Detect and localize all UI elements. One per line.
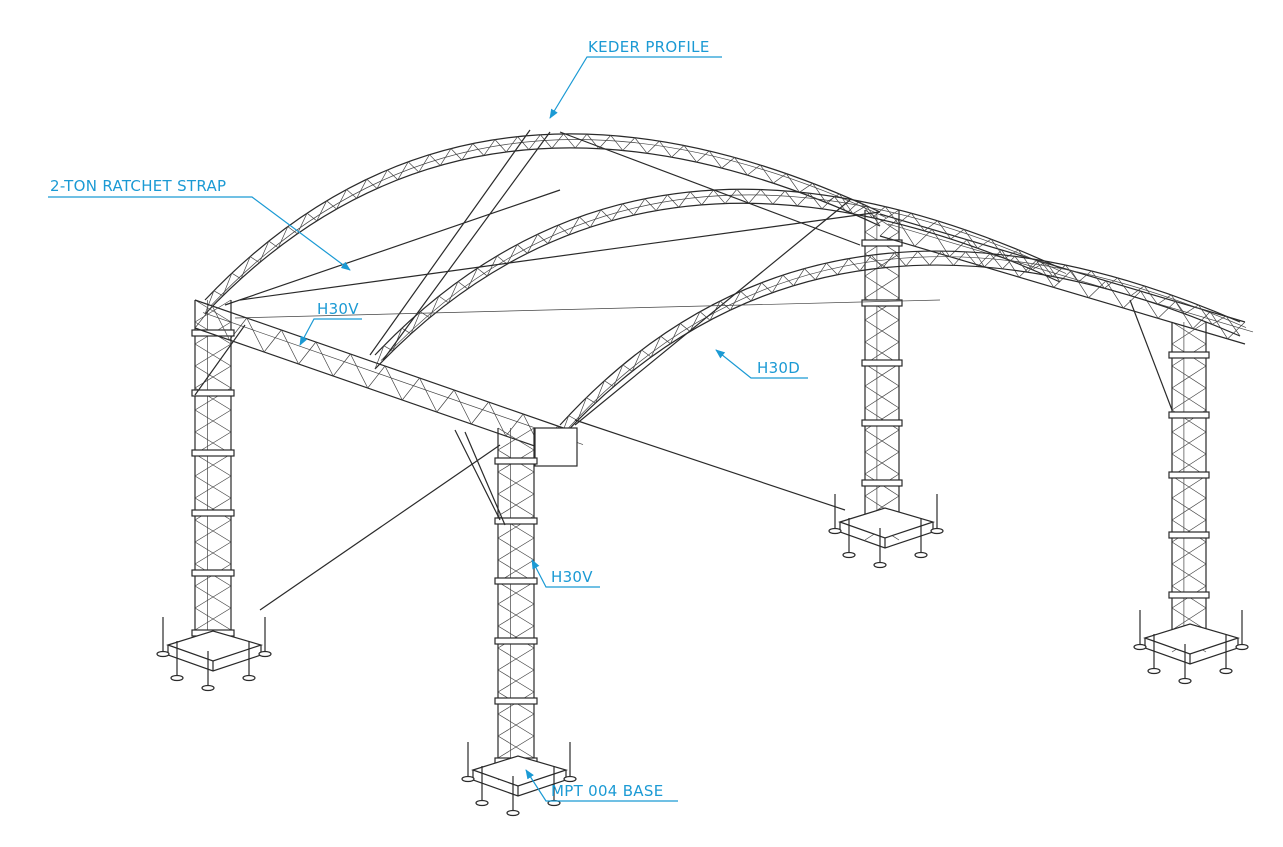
tower-front-center-coupler — [494, 577, 538, 585]
truss-front-beam — [194, 305, 576, 461]
tower-back-right — [1171, 321, 1207, 653]
arch-truss-3 — [559, 250, 1241, 440]
callout-h30d: H30D — [715, 349, 808, 379]
purlin-bar — [369, 129, 531, 356]
tower-front-center-coupler — [494, 517, 538, 525]
base-back-right-foot — [1133, 643, 1147, 651]
purlin-bar — [559, 131, 861, 246]
base-front-left-foot — [242, 674, 256, 682]
brace — [194, 324, 246, 396]
base-back-center-foot — [828, 527, 842, 535]
arch-truss-1 — [210, 139, 887, 306]
tower-front-center-coupler — [494, 457, 538, 465]
base-back-center-foot — [914, 551, 928, 559]
tower-front-left-coupler — [191, 509, 235, 517]
purlin-bar — [239, 211, 881, 301]
tower-back-right-coupler — [1168, 351, 1210, 359]
arch-truss-1 — [204, 147, 881, 315]
tower-front-left-coupler — [191, 389, 235, 397]
callout-mpt-base: MPT 004 BASE — [525, 769, 678, 802]
base-back-center-foot — [930, 527, 944, 535]
base-front-left-foot — [258, 650, 272, 658]
tower-back-center-coupler — [861, 419, 903, 427]
base-front-left-foot — [201, 684, 215, 692]
tower-back-center-coupler — [861, 479, 903, 487]
base-back-right-foot — [1219, 667, 1233, 675]
tower-front-left-coupler — [191, 329, 235, 337]
base-back-center — [838, 507, 936, 539]
base-back-right — [1143, 623, 1241, 655]
truss-back-beam — [887, 223, 1254, 333]
tower-back-right-coupler — [1168, 531, 1210, 539]
label-ratchet-strap: 2-TON RATCHET STRAP — [50, 177, 226, 195]
tower-back-center-coupler — [861, 299, 903, 307]
purlin-bar — [382, 131, 551, 361]
tower-front-center-coupler — [494, 697, 538, 705]
callout-keder-profile: KEDER PROFILE — [549, 38, 722, 119]
beam-corner-block — [534, 427, 578, 467]
arch-truss-2 — [374, 189, 1061, 370]
base-front-center-foot — [461, 775, 475, 783]
label-h30v-beam: H30V — [317, 300, 359, 318]
tower-front-left-coupler — [191, 569, 235, 577]
arch-truss-2 — [374, 188, 1061, 356]
ratchet-strap — [224, 189, 561, 306]
brace — [454, 429, 501, 521]
base-back-right-foot — [1235, 643, 1249, 651]
tower-front-left-coupler — [191, 449, 235, 457]
arch-truss-2 — [374, 202, 1061, 370]
base-front-center-foot — [475, 799, 489, 807]
label-mpt-base: MPT 004 BASE — [551, 782, 663, 800]
callout-h30v-beam: H30V — [299, 300, 362, 346]
tower-back-right-coupler — [1168, 591, 1210, 599]
label-keder-profile: KEDER PROFILE — [588, 38, 710, 56]
tower-back-center — [864, 209, 900, 541]
truss-structure — [156, 129, 1254, 817]
tower-front-center — [497, 427, 535, 781]
brace — [464, 431, 506, 526]
ground-strap — [259, 444, 501, 611]
tower-front-center-coupler — [494, 637, 538, 645]
purlin-bar — [574, 199, 851, 426]
base-back-center-foot — [873, 561, 887, 569]
label-h30d: H30D — [757, 359, 800, 377]
tower-back-center-coupler — [861, 359, 903, 367]
base-back-center-foot — [842, 551, 856, 559]
base-front-center-foot — [506, 809, 520, 817]
truss-front-beam — [202, 312, 584, 445]
callout-h30v-leg: H30V — [531, 559, 600, 588]
truss-back-beam — [879, 235, 1246, 345]
ground-strap — [574, 419, 846, 511]
base-front-left-foot — [156, 650, 170, 658]
truss-front-beam — [194, 327, 576, 461]
base-front-left-foot — [170, 674, 184, 682]
base-front-left — [166, 630, 264, 662]
arch-truss-1 — [204, 133, 881, 301]
brace — [1129, 299, 1173, 411]
arch-truss-3 — [565, 256, 1247, 431]
keder-line — [234, 299, 941, 319]
base-front-center-foot — [563, 775, 577, 783]
arch-truss-3 — [559, 250, 1241, 426]
tower-back-right-coupler — [1168, 471, 1210, 479]
callout-ratchet-strap: 2-TON RATCHET STRAP — [48, 177, 351, 271]
arch-truss-1 — [204, 133, 881, 315]
base-back-right-foot — [1178, 677, 1192, 685]
tower-back-right-coupler — [1168, 411, 1210, 419]
arch-truss-3 — [559, 264, 1241, 440]
label-h30v-leg: H30V — [551, 568, 593, 586]
base-back-right-foot — [1147, 667, 1161, 675]
